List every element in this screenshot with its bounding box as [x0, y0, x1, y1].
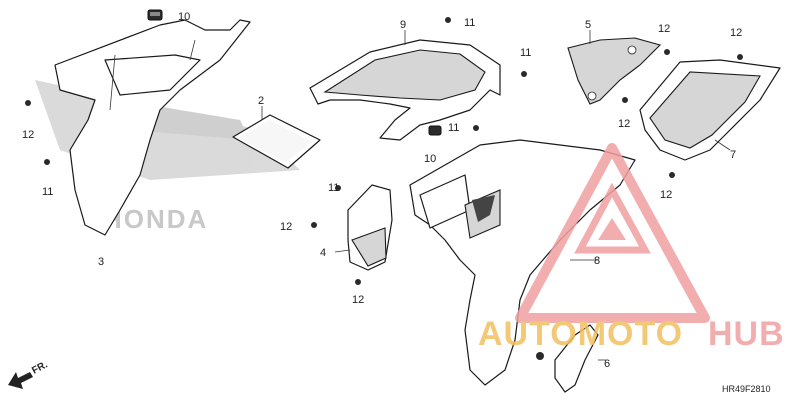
callout-number: 4 — [320, 247, 326, 259]
callout-number: 11 — [520, 47, 531, 59]
bolt-12-g — [669, 172, 675, 178]
bolt-12-f — [622, 97, 628, 103]
callout-number: 2 — [258, 95, 264, 107]
callout-number: 5 — [585, 19, 591, 31]
bolt-11-c — [521, 71, 527, 77]
bolt-11-e — [335, 185, 341, 191]
watermark-logo: AUTOMOTO HUB — [478, 143, 785, 353]
bolt-12-c — [355, 279, 361, 285]
callout-number: 12 — [22, 129, 34, 141]
watermark-triangle-icon — [515, 143, 710, 323]
part-7-right-panel — [639, 59, 781, 161]
callout-number: 7 — [730, 149, 736, 161]
part-2-sheet — [232, 106, 321, 169]
part-3-left-side-cover — [54, 9, 251, 236]
callout-number: 10 — [424, 153, 436, 165]
watermark-text-automoto: AUTOMOTO — [478, 315, 683, 353]
callout-number: 10 — [178, 11, 190, 23]
callout-number: 11 — [328, 182, 339, 194]
watermark-text-hub: HUB — [708, 315, 785, 353]
callout-number: 12 — [352, 294, 364, 306]
callout-number: 12 — [658, 23, 670, 35]
bolt-12-d — [664, 49, 670, 55]
part-6-lower-cover — [554, 324, 606, 393]
part-4-bracket — [334, 184, 393, 271]
callout-number: 11 — [42, 186, 53, 198]
callout-number: 12 — [730, 27, 742, 39]
bolt-11-d — [473, 125, 479, 131]
bolt-12-a — [25, 100, 31, 106]
front-direction-indicator: FR. — [8, 359, 50, 389]
callout-number: 11 — [464, 17, 475, 29]
callout-labels: 10 2 12 11 3 9 11 11 10 11 11 12 4 12 5 12 12 12 7 12 8 6 — [22, 11, 742, 370]
part-9-top-cover — [309, 30, 501, 141]
bolt-11-a — [44, 159, 50, 165]
honda-wing-emblem — [472, 195, 495, 222]
bolt-12-b — [311, 222, 317, 228]
front-arrow-icon — [8, 372, 33, 389]
callout-number: 12 — [618, 118, 630, 130]
callout-number: 9 — [400, 19, 406, 31]
callout-number: 12 — [660, 189, 672, 201]
callout-number: 3 — [98, 256, 104, 268]
front-direction-label: FR. — [30, 359, 50, 376]
part-5-plate — [567, 30, 662, 105]
bolt-11-b — [445, 17, 451, 23]
callout-number: 12 — [280, 221, 292, 233]
clip-10-mid — [428, 125, 442, 136]
callout-number: 8 — [594, 255, 600, 267]
callout-number: 6 — [604, 358, 610, 370]
bolt-12-e — [737, 54, 743, 60]
diagram-code: HR49F2810 — [722, 384, 771, 394]
callout-number: 11 — [448, 122, 459, 134]
bolt-near-6 — [536, 352, 544, 360]
fasteners — [25, 17, 743, 360]
